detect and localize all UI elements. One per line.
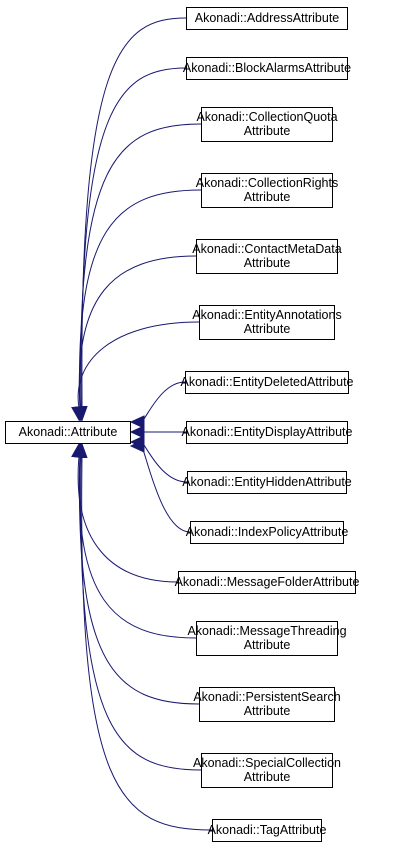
edge-collection-quota-attribute	[80, 123, 202, 409]
edge-special-collection-attribute	[80, 455, 202, 771]
class-node-collection-quota-attribute-label-line-2: Attribute	[244, 124, 291, 138]
edge-tag-attribute	[81, 455, 213, 831]
edge-address-attribute	[81, 17, 187, 409]
edge-entity-hidden-attribute	[140, 441, 188, 483]
class-node-message-threading-attribute-box	[196, 621, 338, 656]
class-node-contact-meta-data-attribute-box	[196, 239, 338, 274]
class-node-collection-rights-attribute-box	[201, 173, 333, 208]
base-class-node-attribute-label-line-1: Akonadi::Attribute	[19, 425, 118, 439]
class-node-entity-annotations-attribute-label-line-2: Attribute	[244, 322, 291, 336]
edge-entity-annotations-attribute	[77, 321, 200, 409]
class-node-special-collection-attribute-label-line-1: Akonadi::SpecialCollection	[193, 756, 341, 770]
edge-tag-attribute-arrowhead	[74, 442, 88, 459]
class-node-block-alarms-attribute[interactable]: Akonadi::BlockAlarmsAttribute	[183, 57, 351, 80]
class-node-entity-display-attribute-label-line-1: Akonadi::EntityDisplayAttribute	[182, 425, 353, 439]
class-node-entity-deleted-attribute-box	[185, 371, 349, 394]
edge-message-threading-attribute	[78, 455, 197, 639]
class-node-entity-deleted-attribute-label-line-1: Akonadi::EntityDeletedAttribute	[180, 375, 353, 389]
class-node-entity-annotations-attribute-box	[199, 305, 335, 340]
class-node-message-folder-attribute-box	[178, 571, 356, 594]
edge-entity-annotations-attribute-arrowhead	[71, 405, 85, 422]
inheritance-edges	[71, 17, 213, 831]
class-node-entity-hidden-attribute[interactable]: Akonadi::EntityHiddenAttribute	[182, 471, 352, 494]
class-node-entity-display-attribute[interactable]: Akonadi::EntityDisplayAttribute	[182, 421, 353, 444]
edge-entity-deleted-attribute-arrowhead	[129, 415, 145, 429]
class-node-address-attribute-box	[186, 7, 348, 30]
class-node-collection-quota-attribute-box	[201, 107, 333, 142]
class-node-entity-annotations-attribute-label-line-1: Akonadi::EntityAnnotations	[192, 308, 341, 322]
class-node-block-alarms-attribute-label-line-1: Akonadi::BlockAlarmsAttribute	[183, 61, 351, 75]
class-node-index-policy-attribute-box	[190, 521, 344, 544]
class-nodes: Akonadi::Attribute Akonadi::AddressAttrib…	[5, 7, 360, 842]
edge-contact-meta-data-attribute	[78, 255, 197, 409]
class-node-tag-attribute[interactable]: Akonadi::TagAttribute	[208, 819, 327, 842]
class-node-special-collection-attribute-label-line-2: Attribute	[244, 770, 291, 784]
class-node-index-policy-attribute-label-line-1: Akonadi::IndexPolicyAttribute	[186, 525, 349, 539]
class-node-contact-meta-data-attribute-label-line-2: Attribute	[244, 256, 291, 270]
base-class-node-attribute[interactable]: Akonadi::Attribute	[5, 421, 131, 444]
edge-block-alarms-attribute	[81, 67, 187, 409]
class-node-persistent-search-attribute-label-line-2: Attribute	[244, 704, 291, 718]
class-node-collection-rights-attribute-label-line-1: Akonadi::CollectionRights	[196, 176, 338, 190]
edge-entity-display-attribute-arrowhead	[129, 425, 145, 439]
class-node-entity-hidden-attribute-box	[187, 471, 347, 494]
edge-index-policy-attribute-arrowhead	[129, 439, 145, 453]
class-node-message-threading-attribute-label-line-1: Akonadi::MessageThreading	[187, 624, 346, 638]
class-node-entity-deleted-attribute[interactable]: Akonadi::EntityDeletedAttribute	[180, 371, 354, 394]
edge-collection-rights-attribute	[79, 189, 202, 409]
class-node-message-folder-attribute[interactable]: Akonadi::MessageFolderAttribute	[175, 571, 360, 594]
class-node-persistent-search-attribute-box	[199, 687, 335, 722]
class-node-index-policy-attribute[interactable]: Akonadi::IndexPolicyAttribute	[186, 521, 349, 544]
class-node-collection-rights-attribute-label-line-2: Attribute	[244, 190, 291, 204]
class-node-collection-quota-attribute-label-line-1: Akonadi::CollectionQuota	[196, 110, 337, 124]
edge-index-policy-attribute	[140, 445, 191, 533]
edge-entity-deleted-attribute	[140, 381, 186, 423]
class-node-block-alarms-attribute-box	[186, 57, 348, 80]
class-node-address-attribute-label-line-1: Akonadi::AddressAttribute	[195, 11, 340, 25]
class-node-tag-attribute-box	[212, 819, 322, 842]
class-node-persistent-search-attribute-label-line-1: Akonadi::PersistentSearch	[193, 690, 340, 704]
edge-message-folder-attribute	[77, 455, 179, 583]
edge-persistent-search-attribute	[79, 455, 200, 705]
class-node-address-attribute[interactable]: Akonadi::AddressAttribute	[186, 7, 348, 30]
class-node-entity-display-attribute-box	[186, 421, 348, 444]
class-node-message-threading-attribute-label-line-2: Attribute	[244, 638, 291, 652]
class-node-tag-attribute-label-line-1: Akonadi::TagAttribute	[208, 823, 327, 837]
base-class-node-attribute-box	[5, 421, 131, 444]
class-node-special-collection-attribute-box	[201, 753, 333, 788]
class-node-entity-hidden-attribute-label-line-1: Akonadi::EntityHiddenAttribute	[182, 475, 352, 489]
class-node-contact-meta-data-attribute-label-line-1: Akonadi::ContactMetaData	[192, 242, 341, 256]
class-node-message-folder-attribute-label-line-1: Akonadi::MessageFolderAttribute	[175, 575, 360, 589]
